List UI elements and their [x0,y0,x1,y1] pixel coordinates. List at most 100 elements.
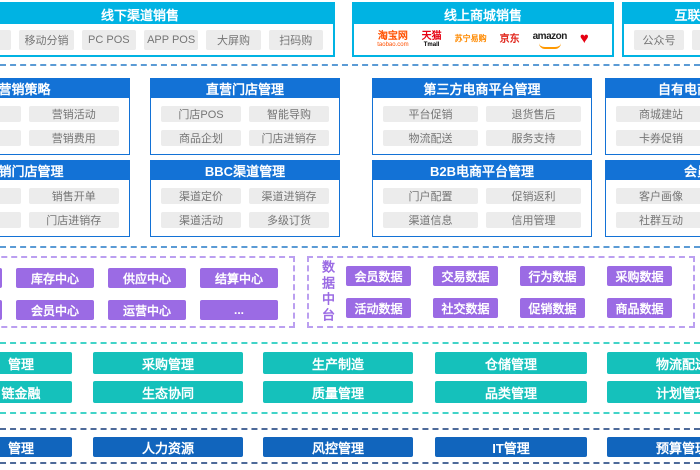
data-chip: 行为数据 [520,266,585,286]
backend-chip: 生态协同 [93,381,243,403]
separator-dashed-blue-1 [0,64,700,66]
internet-items: 公众号 [624,24,700,55]
data-chip: 促销数据 [520,298,585,318]
channel-chip: APP POS [143,29,199,50]
box-title: 会员管理 [606,161,700,180]
module-chip: 渠道进销存 [249,188,329,204]
box-marketing-strategy: 营销策略 营销活动 营销费用 [0,78,130,155]
data-middle-platform-label: 数据中台 [320,260,335,324]
module-chip: 门户配置 [383,188,478,204]
module-chip: 渠道定价 [161,188,241,204]
backend-chip: 链金融 [0,381,72,403]
module-chip: 平台促销 [383,106,478,122]
offline-sales-box: 线下渠道销售 移动分销 PC POS APP POS 大屏购 扫码购 [0,2,335,57]
data-chip: 交易数据 [433,266,498,286]
channel-chip: 大屏购 [206,29,261,50]
module-chip: 营销费用 [28,130,119,146]
support-chip: 管理 [0,437,72,457]
box-title: 直营门店管理 [151,79,339,98]
channel-chip: 扫码购 [268,29,323,50]
box-title: 营销策略 [0,79,129,98]
data-chip: 社交数据 [433,298,498,318]
center-chip [0,268,2,288]
module-chip: 营销活动 [28,106,119,122]
data-center-group: 数据中台 会员数据 交易数据 行为数据 采购数据 活动数据 社交数据 促销数据 … [307,256,695,328]
business-center-group: 库存中心 供应中心 结算中心 会员中心 运营中心 ... [0,256,295,328]
separator-dashed-teal-1 [0,342,700,344]
center-chip: ... [200,300,278,320]
module-chip: 客户画像 [616,188,700,204]
backend-chip: 采购管理 [93,352,243,374]
data-chip: 活动数据 [346,298,411,318]
module-chip: 商城建站 [616,106,700,122]
module-chip: 退货售后 [486,106,581,122]
box-title: 第三方电商平台管理 [373,79,591,98]
channel-chip: 公众号 [634,29,684,50]
heart-logo: ♥ [579,30,589,48]
amazon-smile-icon [538,43,561,49]
center-chip: 库存中心 [16,268,94,288]
module-chip: 商品企划 [161,130,241,146]
box-title: 自有电商平台管理 [606,79,700,98]
backend-chip: 管理 [0,352,72,374]
center-chip: 供应中心 [108,268,186,288]
module-chip: 销售开单 [28,188,119,204]
module-chip [0,130,21,146]
module-chip: 门店进销存 [249,130,329,146]
module-chip: 促销返利 [486,188,581,204]
backend-chip: 生产制造 [263,352,413,374]
support-chip: IT管理 [435,437,587,457]
module-chip [0,106,21,122]
separator-dashed-slate-2 [0,462,700,464]
backend-chip: 计划管理 [607,381,700,403]
separator-dashed-slate-1 [0,428,700,430]
module-chip: 服务支持 [486,130,581,146]
module-chip: 渠道活动 [161,212,241,228]
ecommerce-logos: 淘宝网 taobao.com 天猫 Tmall 苏宁易购 京东 amazon ♥ [354,24,612,55]
box-third-party-ec-mgmt: 第三方电商平台管理 平台促销 退货售后 物流配送 服务支持 [372,78,592,155]
internet-marketing-box: 互联网营销 公众号 [622,2,700,57]
center-chip: 会员中心 [16,300,94,320]
channel-chip [0,29,12,50]
backend-chip: 质量管理 [263,381,413,403]
suning-logo: 苏宁易购 [454,34,487,44]
module-chip [0,188,21,204]
box-member-mgmt: 会员管理 客户画像 社群互动 [605,160,700,237]
section-title-internet: 互联网营销 [624,4,700,24]
module-chip: 物流配送 [383,130,478,146]
data-chip: 采购数据 [607,266,672,286]
channel-chip [692,29,700,50]
module-chip: 门店POS [161,106,241,122]
module-chip: 智能导购 [249,106,329,122]
support-chip: 人力资源 [93,437,243,457]
separator-dashed-teal-2 [0,412,700,414]
jd-logo: 京东 [499,34,520,45]
box-title: BBC渠道管理 [151,161,339,180]
backend-chip: 仓储管理 [435,352,587,374]
separator-dashed-blue-2 [0,246,700,248]
box-distribution-store-mgmt: 分销门店管理 销售开单 门店进销存 [0,160,130,237]
box-direct-store-mgmt: 直营门店管理 门店POS 智能导购 商品企划 门店进销存 [150,78,340,155]
center-chip: 运营中心 [108,300,186,320]
channel-chip: 移动分销 [19,29,74,50]
taobao-logo: 淘宝网 taobao.com [377,30,409,48]
module-chip: 社群互动 [616,212,700,228]
module-chip: 多级订货 [249,212,329,228]
backend-chip: 品类管理 [435,381,587,403]
module-chip: 门店进销存 [28,212,119,228]
box-bbc-channel-mgmt: BBC渠道管理 渠道定价 渠道进销存 渠道活动 多级订货 [150,160,340,237]
data-chip: 会员数据 [346,266,411,286]
module-chip: 渠道信息 [383,212,478,228]
module-chip: 卡券促销 [616,130,700,146]
module-chip [0,212,21,228]
support-chip: 预算管理 [607,437,700,457]
section-title-offline: 线下渠道销售 [0,4,333,24]
backend-chip: 物流配送 [607,352,700,374]
center-chip: 结算中心 [200,268,278,288]
data-chip: 商品数据 [607,298,672,318]
module-chip: 信用管理 [486,212,581,228]
box-own-ec-mgmt: 自有电商平台管理 商城建站 卡券促销 [605,78,700,155]
box-title: B2B电商平台管理 [373,161,591,180]
online-mall-box: 线上商城销售 淘宝网 taobao.com 天猫 Tmall 苏宁易购 京东 a… [352,2,614,57]
